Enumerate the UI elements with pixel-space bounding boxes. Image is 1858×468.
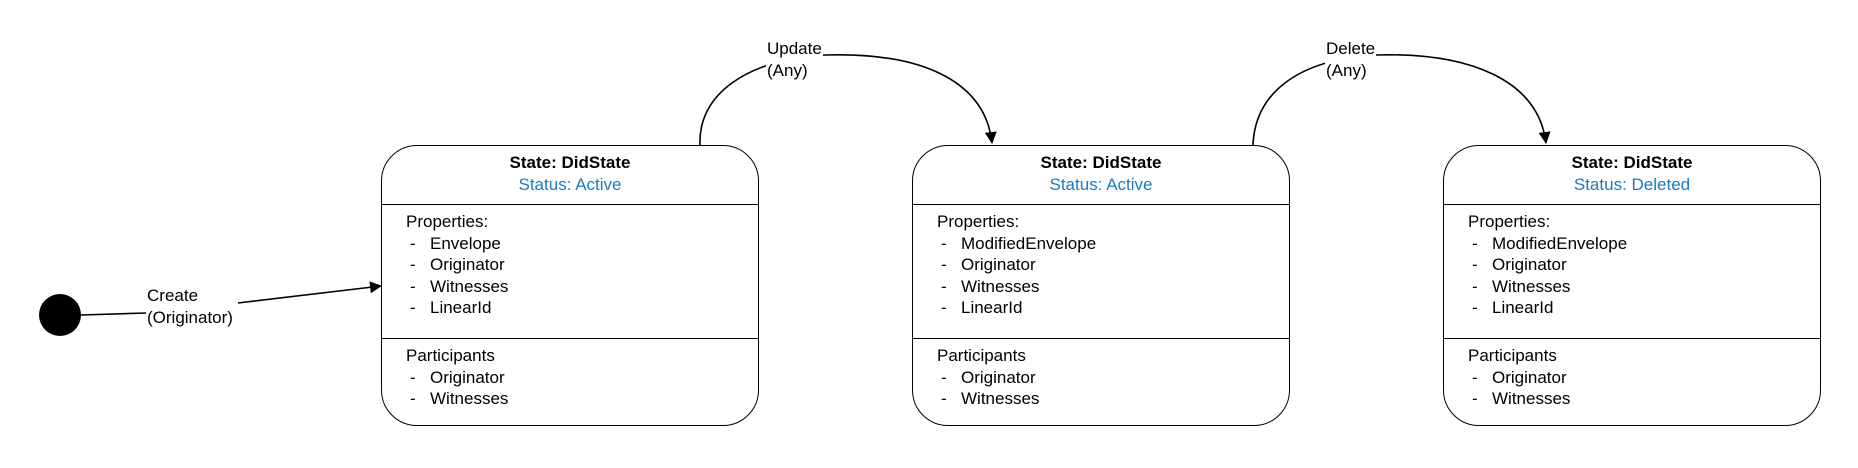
list-item: Witnesses xyxy=(937,388,1289,410)
participants-section: Participants Originator Witnesses xyxy=(382,339,758,410)
state-header: State: DidState Status: Deleted xyxy=(1444,146,1820,205)
participants-list: Originator Witnesses xyxy=(406,367,758,410)
properties-header: Properties: xyxy=(406,212,489,231)
list-item: Witnesses xyxy=(1468,276,1820,298)
update-label-line2: (Any) xyxy=(767,60,808,80)
list-item: Originator xyxy=(406,254,758,276)
properties-list: ModifiedEnvelope Originator Witnesses Li… xyxy=(937,233,1289,319)
properties-header: Properties: xyxy=(1468,212,1551,231)
list-item: LinearId xyxy=(1468,297,1820,319)
delete-transition-arrow xyxy=(1252,54,1551,146)
list-item: Originator xyxy=(937,367,1289,389)
list-item: Witnesses xyxy=(1468,388,1820,410)
participants-header: Participants xyxy=(937,346,1026,365)
list-item: Originator xyxy=(1468,367,1820,389)
participants-list: Originator Witnesses xyxy=(1468,367,1820,410)
state-title: State: DidState xyxy=(509,153,631,172)
state-status: Status: Active xyxy=(518,175,622,194)
list-item: Originator xyxy=(937,254,1289,276)
properties-section: Properties: ModifiedEnvelope Originator … xyxy=(1444,205,1820,339)
state-title: State: DidState xyxy=(1571,153,1693,172)
update-transition-arrow xyxy=(699,54,997,146)
list-item: Envelope xyxy=(406,233,758,255)
initial-state-node xyxy=(39,294,81,336)
list-item: Witnesses xyxy=(406,388,758,410)
state-box-2: State: DidState Status: Active Propertie… xyxy=(912,145,1290,426)
update-transition-label: Update (Any) xyxy=(766,38,823,81)
properties-list: Envelope Originator Witnesses LinearId xyxy=(406,233,758,319)
properties-section: Properties: Envelope Originator Witnesse… xyxy=(382,205,758,339)
state-status: Status: Deleted xyxy=(1573,175,1691,194)
create-label-line2: (Originator) xyxy=(147,307,233,327)
list-item: LinearId xyxy=(406,297,758,319)
participants-header: Participants xyxy=(1468,346,1557,365)
list-item: Witnesses xyxy=(406,276,758,298)
create-transition-arrow xyxy=(80,286,381,316)
state-box-3: State: DidState Status: Deleted Properti… xyxy=(1443,145,1821,426)
list-item: Originator xyxy=(1468,254,1820,276)
participants-section: Participants Originator Witnesses xyxy=(1444,339,1820,410)
participants-list: Originator Witnesses xyxy=(937,367,1289,410)
list-item: Witnesses xyxy=(937,276,1289,298)
list-item: ModifiedEnvelope xyxy=(937,233,1289,255)
list-item: ModifiedEnvelope xyxy=(1468,233,1820,255)
properties-list: ModifiedEnvelope Originator Witnesses Li… xyxy=(1468,233,1820,319)
create-label-line1: Create xyxy=(147,286,199,305)
properties-section: Properties: ModifiedEnvelope Originator … xyxy=(913,205,1289,339)
update-label-line1: Update xyxy=(767,39,822,58)
delete-label-line2: (Any) xyxy=(1326,60,1367,80)
properties-header: Properties: xyxy=(937,212,1020,231)
delete-transition-label: Delete (Any) xyxy=(1325,38,1377,81)
create-transition-label: Create (Originator) xyxy=(146,285,234,328)
participants-header: Participants xyxy=(406,346,495,365)
list-item: LinearId xyxy=(937,297,1289,319)
state-header: State: DidState Status: Active xyxy=(913,146,1289,205)
state-status: Status: Active xyxy=(1049,175,1153,194)
list-item: Originator xyxy=(406,367,758,389)
state-title: State: DidState xyxy=(1040,153,1162,172)
delete-label-line1: Delete xyxy=(1326,39,1376,58)
participants-section: Participants Originator Witnesses xyxy=(913,339,1289,410)
state-header: State: DidState Status: Active xyxy=(382,146,758,205)
state-box-1: State: DidState Status: Active Propertie… xyxy=(381,145,759,426)
